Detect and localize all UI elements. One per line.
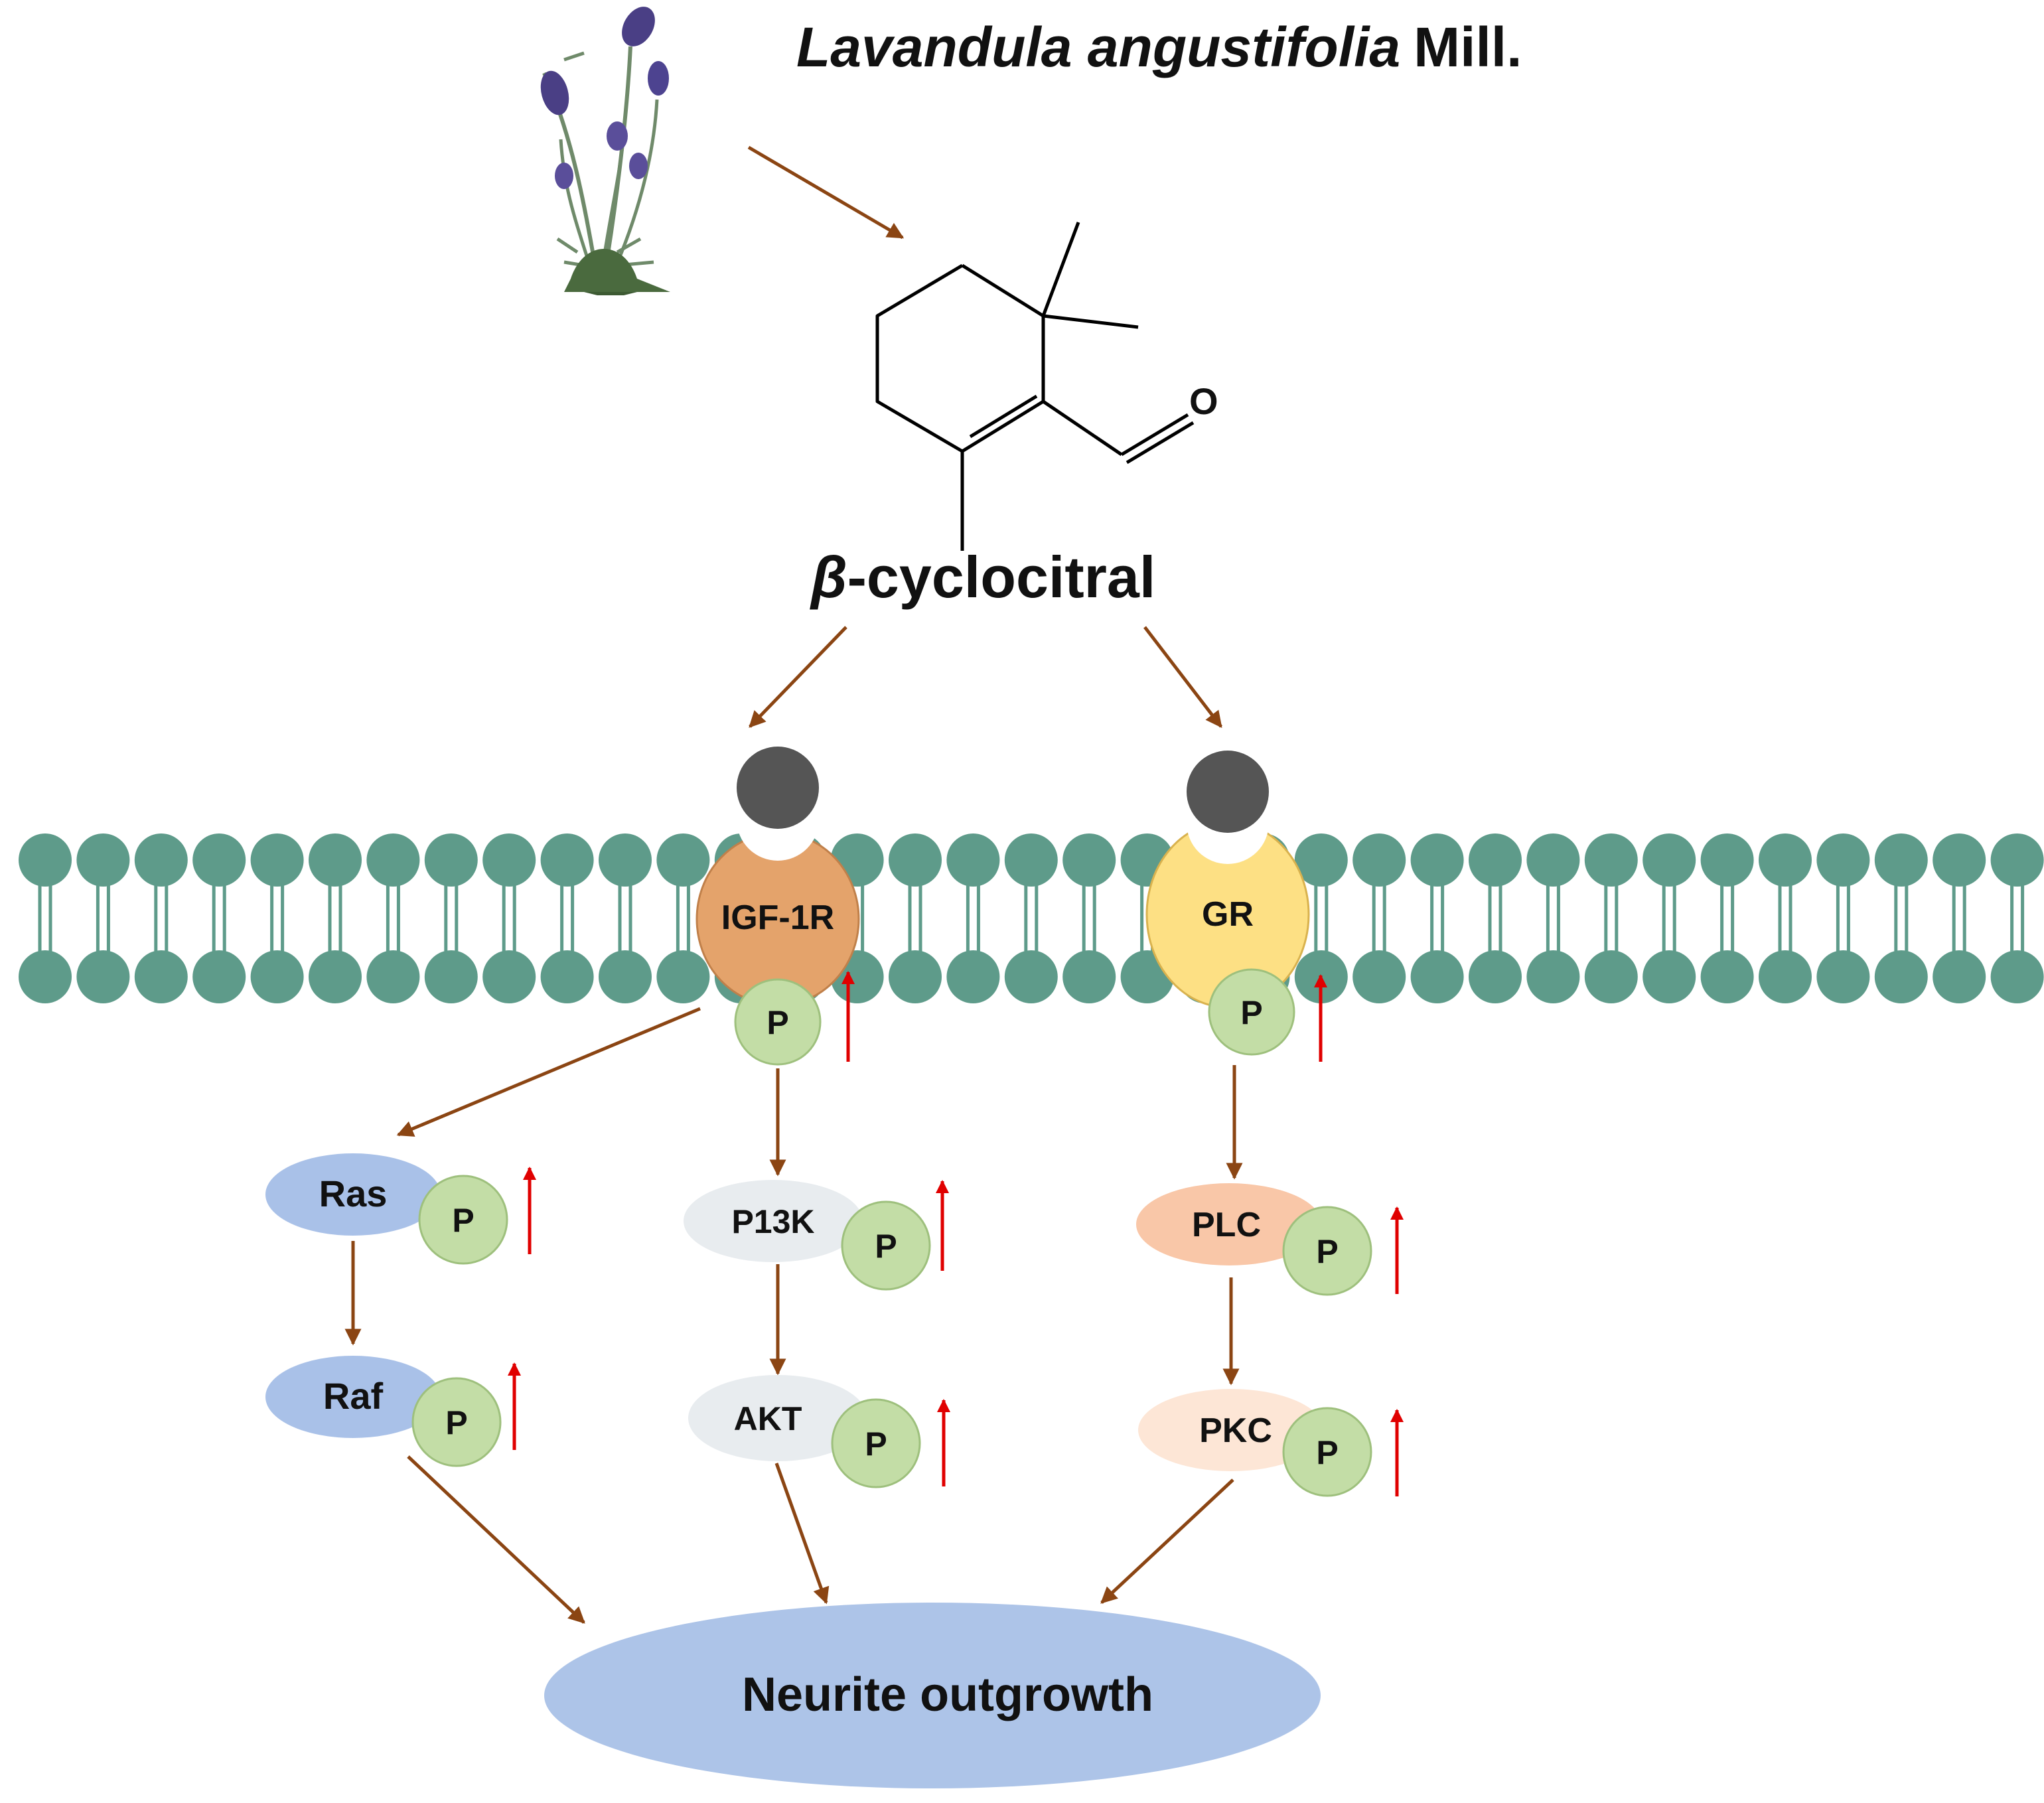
phospho-badge — [411, 1377, 502, 1467]
lipid-molecule — [1700, 833, 1754, 1003]
arrow-pkc-to-outcome — [1100, 1478, 1234, 1604]
kinase-raf: Raf P — [265, 1356, 521, 1467]
phospho-badge — [1282, 1206, 1372, 1296]
kinase-p13k-body — [684, 1180, 863, 1262]
lipid-molecule — [889, 833, 942, 1003]
ligand-icon — [737, 747, 819, 829]
receptor-igf1r-label: IGF-1R — [721, 899, 834, 937]
oxygen-label: O — [1189, 380, 1218, 422]
lipid-molecule — [1410, 833, 1464, 1003]
kinase-akt: AKT P — [688, 1375, 950, 1488]
compound-name: β-cyclocitral — [810, 544, 1155, 610]
species-name: Lavandula angustifolia — [796, 16, 1400, 78]
lipid-molecule — [192, 833, 246, 1003]
arrow-raf-to-outcome — [407, 1455, 585, 1624]
lipid-molecule — [1816, 833, 1870, 1003]
cyclocitral-structure — [875, 222, 1195, 551]
kinase-plc: PLC P — [1136, 1183, 1404, 1296]
arrow-compound-to-igf1r — [749, 626, 847, 728]
lipid-molecule — [1062, 833, 1116, 1003]
kinase-p13k: P13K P — [684, 1180, 949, 1291]
kinase-ras: Ras P — [265, 1153, 536, 1265]
lipid-molecule — [1643, 833, 1696, 1003]
kinase-raf-label: Raf — [323, 1375, 384, 1417]
phospho-badge — [418, 1175, 508, 1265]
lipid-molecule — [1004, 833, 1058, 1003]
outcome-node: Neurite outgrowth — [544, 1603, 1321, 1788]
lipid-molecule — [540, 833, 594, 1003]
lipid-molecule — [19, 833, 72, 1003]
species-authority: Mill. — [1414, 16, 1522, 78]
kinase-pkc-label: PKC — [1199, 1411, 1272, 1450]
lavender-plant-icon — [540, 7, 670, 295]
arrow-igf1r-to-ras — [396, 1007, 701, 1137]
arrow-plant-to-compound — [747, 145, 905, 240]
phospho-badge — [734, 978, 822, 1066]
flow-arrows — [344, 145, 1243, 1624]
kinase-ras-body — [265, 1153, 441, 1236]
phospho-badge — [1282, 1407, 1372, 1497]
lipid-molecule — [309, 833, 362, 1003]
lipid-molecule — [250, 833, 304, 1003]
kinase-akt-label: AKT — [734, 1400, 802, 1437]
kinase-p13k-label: P13K — [731, 1203, 814, 1240]
phospho-label: P — [1240, 994, 1262, 1031]
lipid-molecule — [1874, 833, 1928, 1003]
kinase-pkc-body — [1138, 1389, 1324, 1471]
lipid-molecule — [1352, 833, 1406, 1003]
kinase-pkc: PKC P — [1138, 1389, 1404, 1497]
receptor-igf1r: IGF-1R P — [695, 747, 860, 1066]
arrow-compound-to-gr — [1143, 626, 1222, 728]
kinase-plc-label: PLC — [1192, 1206, 1261, 1244]
kinase-akt-body — [688, 1375, 867, 1461]
lipid-molecule — [482, 833, 536, 1003]
compound-suffix: -cyclocitral — [847, 544, 1156, 610]
phospho-label: P — [875, 1228, 897, 1265]
lipid-molecule — [1759, 833, 1812, 1003]
phospho-badge — [841, 1200, 931, 1291]
lipid-molecule — [656, 833, 710, 1003]
lipid-molecule — [1990, 833, 2044, 1003]
outcome-label: Neurite outgrowth — [742, 1668, 1153, 1721]
arrow-akt-to-outcome — [774, 1463, 830, 1605]
phospho-label: P — [767, 1004, 788, 1041]
kinase-raf-body — [265, 1356, 441, 1438]
receptor-gr: GR P — [1145, 751, 1327, 1062]
ligand-icon — [1187, 751, 1269, 833]
cell-membrane — [19, 833, 2044, 1003]
phospho-label: P — [1316, 1233, 1338, 1270]
phospho-label: P — [865, 1425, 887, 1463]
phospho-badge — [831, 1398, 921, 1488]
lipid-molecule — [946, 833, 1000, 1003]
receptor-gr-label: GR — [1202, 895, 1254, 934]
lipid-molecule — [424, 833, 478, 1003]
lipid-molecule — [76, 833, 130, 1003]
phospho-label: P — [1316, 1434, 1338, 1471]
phospho-label: P — [452, 1202, 474, 1239]
outcome-ellipse — [544, 1603, 1321, 1788]
beta-symbol: β — [810, 544, 847, 610]
lipid-molecule — [134, 833, 188, 1003]
lipid-molecule — [366, 833, 420, 1003]
lipid-molecule — [599, 833, 652, 1003]
phospho-label: P — [445, 1404, 467, 1441]
phospho-badge — [1208, 968, 1295, 1056]
lipid-molecule — [1584, 833, 1638, 1003]
lipid-molecule — [1526, 833, 1580, 1003]
kinase-plc-body — [1136, 1183, 1322, 1265]
lipid-molecule — [1933, 833, 1986, 1003]
lipid-molecule — [1469, 833, 1522, 1003]
kinase-ras-label: Ras — [319, 1173, 388, 1214]
